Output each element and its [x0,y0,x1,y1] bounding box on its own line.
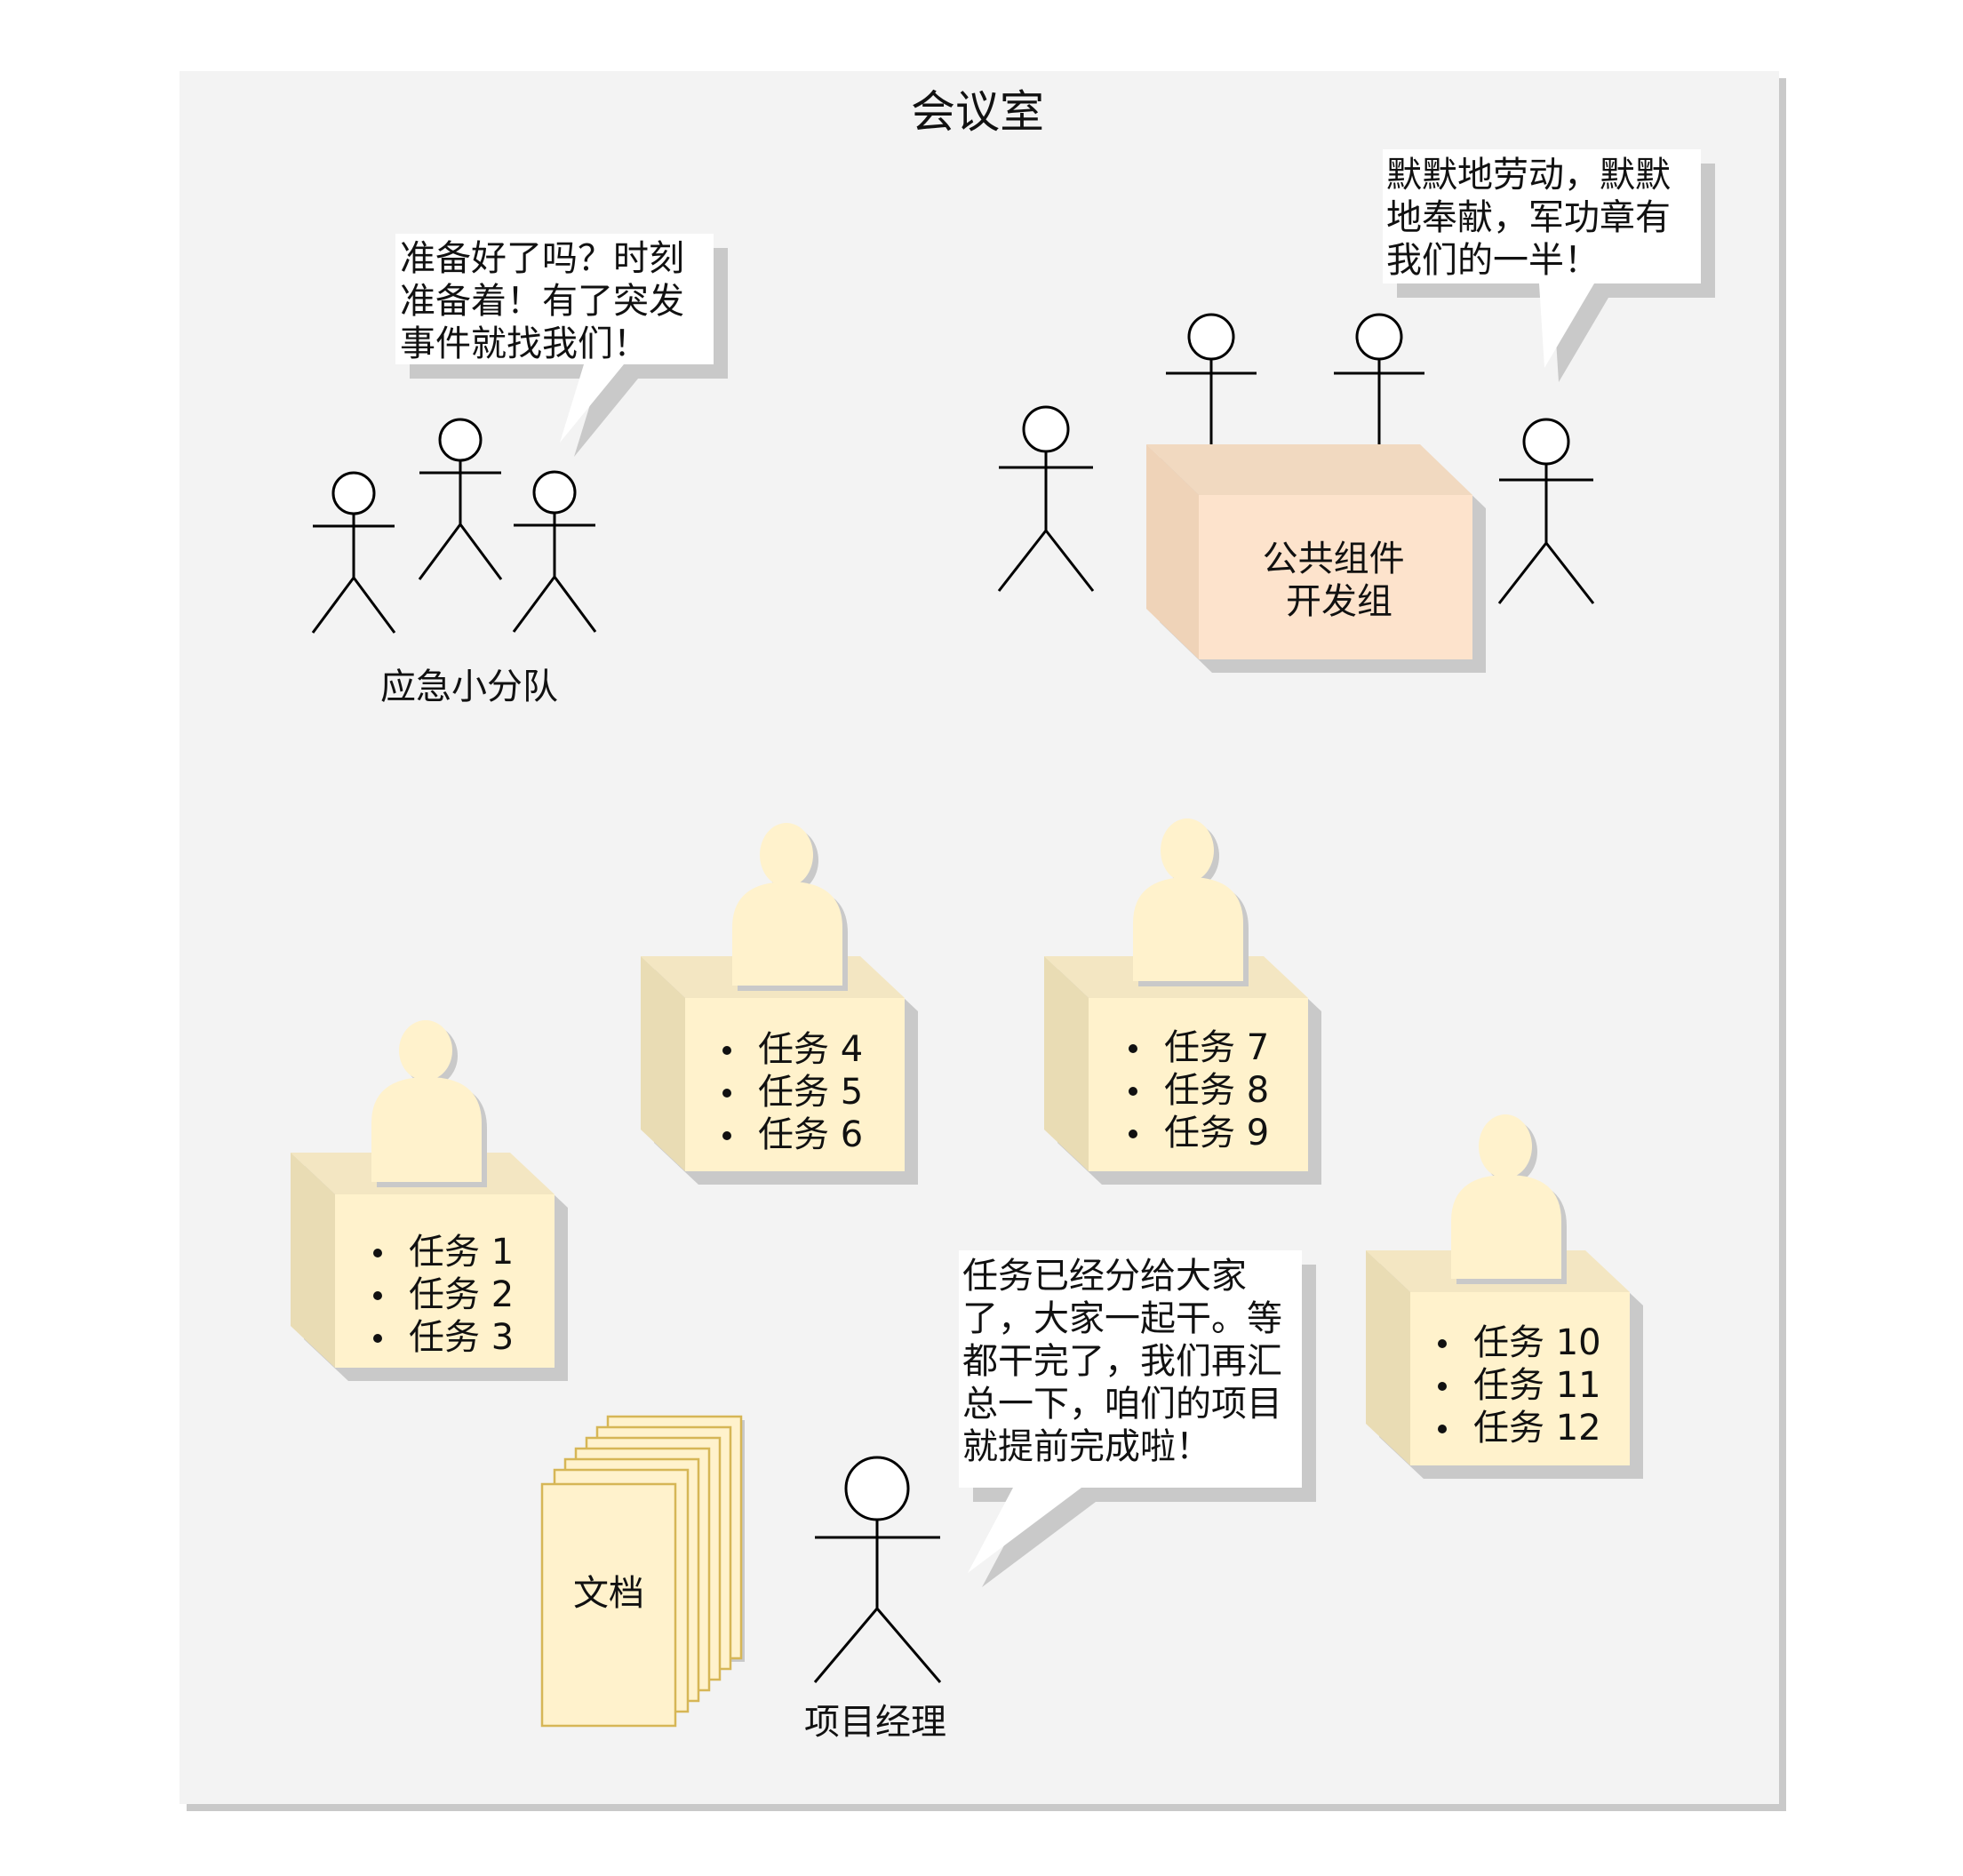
component-box-label: 开发组 [1286,581,1392,622]
manager-speech-line: 都干完了，我们再汇 [962,1341,1282,1382]
desk-4: 任务 10 任务 11 任务 12 [1366,1114,1643,1479]
components-speech-bubble: 默默地劳动，默默 地奉献，军功章有 我们的一半！ [1383,149,1715,382]
task-item: 任务 12 [1473,1408,1601,1449]
emergency-speech-line: 准备好了吗？时刻 [400,238,684,279]
stick-figure-icon [997,405,1095,592]
desk-2: 任务 4 任务 5 任务 6 [641,823,918,1185]
task-item: 任务 9 [1164,1113,1269,1154]
desk-3: 任务 7 任务 8 任务 9 [1044,818,1321,1185]
task-item: 任务 4 [758,1029,863,1070]
documents-stack [540,1415,745,1728]
task-item: 任务 10 [1473,1322,1601,1363]
person-icon [732,823,848,991]
task-item: 任务 3 [409,1317,514,1358]
component-box-label: 公共组件 [1263,539,1405,579]
documents-label: 文档 [573,1573,644,1614]
manager-speech-line: 了，大家一起干。等 [962,1298,1282,1339]
emergency-speech-bubble: 准备好了吗？时刻 准备着！有了突发 事件就找我们！ [395,234,728,457]
svg-text:公共组件 开发组: 公共组件 开发组 [1263,539,1416,622]
svg-text:默默地劳动，默默 地奉献，军功章有: 默默地劳动，默默 地奉献，军功章有 我们的一半！ [1386,155,1682,281]
room-title: 会议室 [911,86,1044,138]
stick-figure-icon [813,1456,942,1683]
components-speech-line: 默默地劳动，默默 [1386,155,1671,196]
person-icon [1451,1114,1567,1284]
person-icon [1133,818,1249,986]
task-item: 任务 11 [1473,1365,1601,1406]
manager-speech-line: 就提前完成啦！ [962,1426,1211,1467]
svg-text:任务已经分给大家 了，大家一起干。等: 任务已经分给大家 了，大家一起干。等 都干完了，我们再汇 总一下，咱们的项目 就… [962,1256,1294,1467]
person-icon [371,1020,487,1187]
task-item: 任务 5 [758,1072,863,1113]
project-manager-label: 项目经理 [804,1702,946,1743]
stick-figure-icon [512,470,597,633]
stick-figure-icon [1497,418,1595,604]
task-item: 任务 8 [1164,1070,1269,1111]
shared-component-box: 公共组件 开发组 [1146,444,1486,673]
task-item: 任务 1 [409,1232,514,1273]
manager-speech-line: 总一下，咱们的项目 [962,1384,1282,1425]
desk-1: 任务 1 任务 2 任务 3 [291,1020,568,1381]
task-item: 任务 6 [758,1114,863,1155]
task-item: 任务 2 [409,1274,514,1315]
emergency-speech-line: 准备着！有了突发 [400,281,684,322]
emergency-speech-line: 事件就找我们！ [400,323,649,364]
task-item: 任务 7 [1164,1027,1269,1068]
stick-figure-icon [311,471,396,634]
svg-text:准备好了吗？时刻 准备着！有了突发: 准备好了吗？时刻 准备着！有了突发 事件就找我们！ [400,238,696,364]
emergency-team-label: 应急小分队 [380,667,558,707]
stick-figure-icon [418,418,503,580]
manager-speech-line: 任务已经分给大家 [962,1256,1247,1297]
stick-figure-icon [1166,313,1257,444]
manager-speech-bubble: 任务已经分给大家 了，大家一起干。等 都干完了，我们再汇 总一下，咱们的项目 就… [959,1250,1316,1587]
components-speech-line: 我们的一半！ [1386,240,1600,281]
components-speech-line: 地奉献，军功章有 [1386,197,1671,238]
stick-figure-icon [1334,313,1424,444]
